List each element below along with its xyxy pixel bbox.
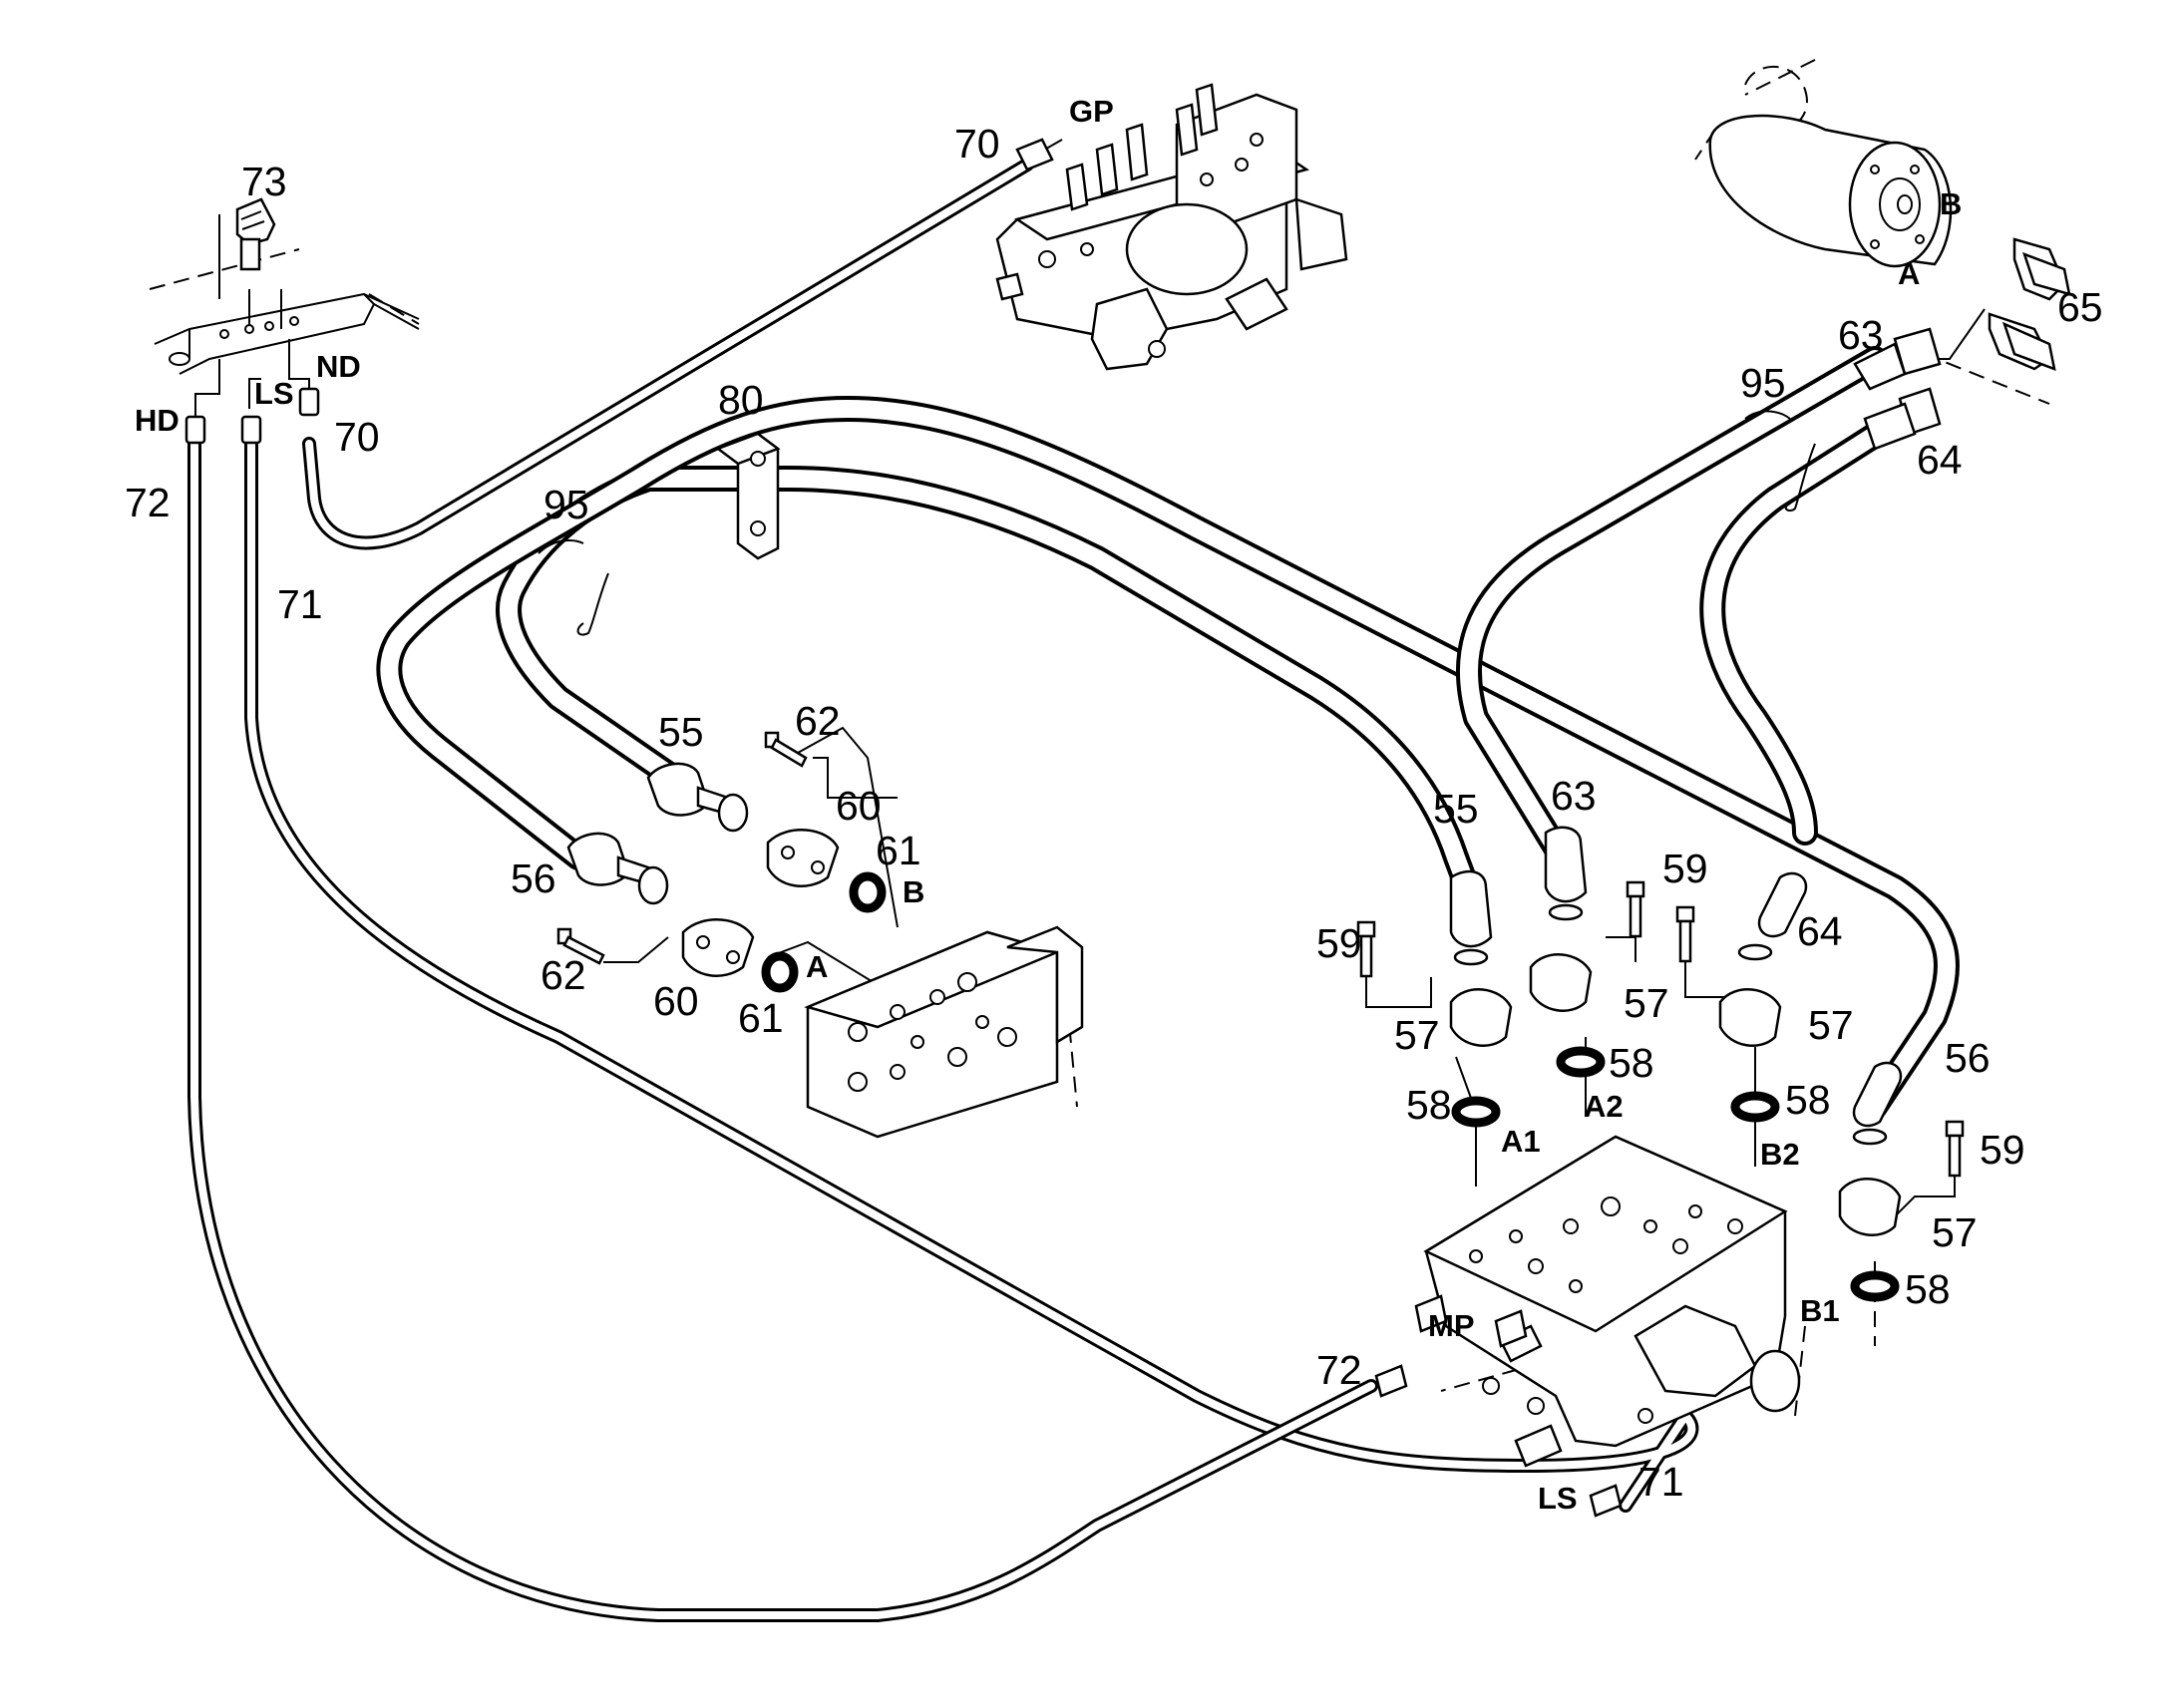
hose-end-64 [1863, 387, 1942, 451]
hydraulic-motor [1708, 65, 1953, 268]
callout-71-left: 71 [277, 581, 323, 627]
hose-end-55-right [1449, 869, 1493, 966]
callout-numbers: 73 70 70 72 71 72 71 80 95 95 63 64 65 5… [125, 121, 2103, 1505]
port-a2: A2 [1584, 1089, 1624, 1124]
fitting-65-lower [1988, 312, 2056, 371]
port-b1: B1 [1800, 1293, 1840, 1328]
callout-60-bottom: 60 [653, 978, 699, 1024]
port-nd: ND [316, 349, 361, 384]
oring-61-bottom [761, 951, 799, 993]
callout-57-c: 57 [1808, 1002, 1854, 1048]
bolt-62-top [764, 731, 808, 768]
fitting-nd [298, 387, 320, 417]
callout-61-top: 61 [876, 828, 921, 873]
flange-clamp-60-top [766, 829, 840, 887]
callout-73: 73 [241, 159, 287, 204]
callout-65: 65 [2057, 284, 2103, 330]
callout-55-left: 55 [658, 709, 704, 755]
port-hd: HD [135, 403, 180, 438]
hose-end-56-right [1852, 1061, 1903, 1146]
fitting-71-bottom [1589, 1484, 1623, 1518]
hose-55 [496, 466, 1484, 910]
right-valve-block [1414, 1135, 1801, 1468]
callout-62-top: 62 [795, 698, 841, 744]
fitting-70-top [1015, 138, 1054, 171]
hose-56 [376, 396, 1960, 1120]
callout-63-right: 63 [1551, 773, 1597, 819]
callout-56-right: 56 [1945, 1035, 1991, 1081]
callout-62-bottom: 62 [541, 952, 586, 998]
hose-end-55-left [646, 762, 749, 833]
callout-60-top: 60 [836, 783, 882, 829]
fitting-65-upper [2012, 237, 2071, 301]
callout-95-right: 95 [1740, 360, 1786, 406]
gp-valve-block [995, 83, 1348, 371]
port-ls-top: LS [254, 376, 294, 411]
hose-72 [187, 432, 1378, 1622]
port-motor-a: A [1898, 256, 1920, 291]
flange-clamps-57 [1449, 953, 1902, 1236]
callout-59-a: 59 [1316, 920, 1362, 966]
port-mp: MP [1428, 1308, 1475, 1343]
callout-72-left: 72 [125, 480, 171, 525]
flange-clamp-60-bottom [681, 918, 755, 977]
bolts-59 [1356, 880, 1965, 1178]
callout-57-b: 57 [1624, 980, 1669, 1026]
hose-70 [302, 158, 1034, 550]
port-gp: GP [1069, 94, 1114, 129]
port-labels: GP HD LS ND B A B A A1 A2 B2 B1 MP LS [135, 94, 1962, 1516]
callout-58-b: 58 [1609, 1040, 1654, 1086]
hose-end-63 [1853, 327, 1942, 391]
callout-57-a: 57 [1394, 1012, 1440, 1058]
callout-63-top: 63 [1838, 312, 1884, 358]
port-a1: A1 [1501, 1124, 1541, 1159]
callout-58-c: 58 [1785, 1077, 1831, 1123]
callout-80: 80 [718, 377, 764, 423]
oring-61-top [849, 871, 887, 913]
port-motor-b: B [1940, 186, 1962, 221]
cable-tie-95-left [538, 539, 609, 636]
callout-57-d: 57 [1932, 1209, 1978, 1255]
callout-56-left: 56 [511, 855, 556, 901]
fitting-ls-top [240, 415, 262, 445]
callout-59-b: 59 [1662, 846, 1708, 891]
mounting-bracket [154, 292, 420, 375]
callout-59-c: 59 [1980, 1127, 2025, 1173]
hose-end-56-left [566, 832, 669, 905]
quick-coupler-73 [235, 197, 276, 271]
callout-55-right: 55 [1433, 786, 1479, 832]
cable-tie-95-right [1744, 410, 1816, 512]
callout-58-d: 58 [1905, 1266, 1951, 1312]
callout-72-bottom: 72 [1316, 1347, 1362, 1393]
port-ls-bottom: LS [1538, 1481, 1578, 1516]
port-valve-b: B [903, 874, 924, 909]
callout-95-left: 95 [544, 482, 589, 527]
callout-70-left: 70 [334, 414, 380, 460]
hose-end-63-right [1544, 826, 1588, 921]
orings-58 [1451, 1046, 1900, 1302]
callout-64-top: 64 [1917, 437, 1963, 483]
callout-70-top: 70 [954, 121, 1000, 167]
callout-58-a: 58 [1406, 1082, 1452, 1128]
fitting-mp [1494, 1309, 1528, 1348]
port-valve-a: A [806, 949, 828, 984]
hose-63 [1455, 346, 1888, 860]
callout-61-bottom: 61 [738, 995, 784, 1041]
hose-clamp-80 [714, 432, 781, 560]
hoses [187, 158, 1960, 1622]
hose-end-64-right [1737, 871, 1808, 961]
left-valve-block [804, 925, 1084, 1139]
callout-71-bottom: 71 [1638, 1459, 1684, 1505]
fitting-hd [184, 415, 206, 445]
callout-64-right: 64 [1797, 908, 1843, 954]
port-b2: B2 [1760, 1137, 1800, 1172]
hose-64 [1699, 416, 1898, 846]
fitting-72-bottom [1374, 1364, 1408, 1398]
bolt-62-bottom [556, 927, 605, 965]
